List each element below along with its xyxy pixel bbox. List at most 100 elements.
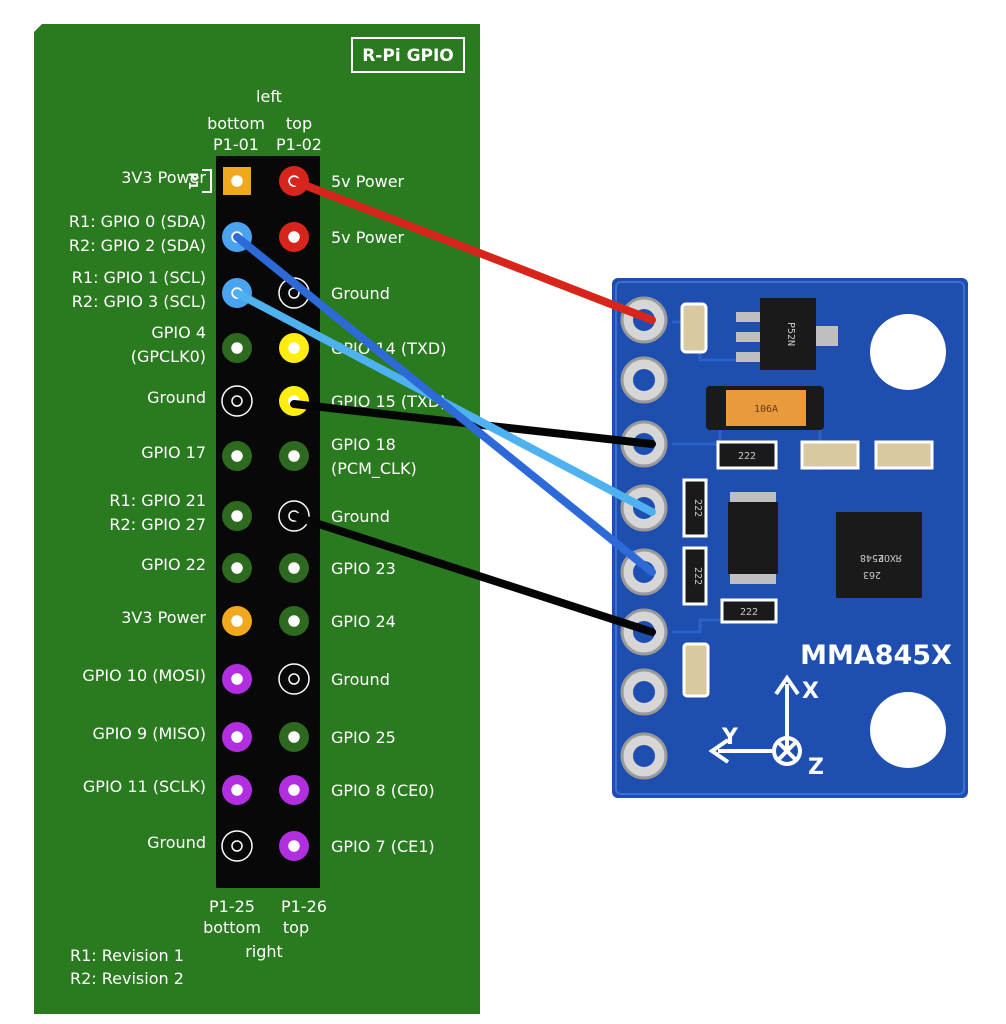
pin-21 — [222, 722, 252, 752]
pin-07-label-line-2: (GPCLK0) — [131, 347, 206, 366]
pin-25 — [221, 830, 253, 862]
p1-marker-label: P1 — [186, 172, 200, 189]
regulator-marking: P52N — [785, 322, 796, 346]
pin-08-label: GPIO 14 (TXD) — [331, 339, 446, 358]
pin-05-label-line-2: R2: GPIO 3 (SCL) — [72, 292, 206, 311]
pin-24 — [279, 775, 309, 805]
pin-24-label: GPIO 8 (CE0) — [331, 781, 435, 800]
legend-revision-1: R1: Revision 1 — [70, 946, 184, 965]
pin-17-label: 3V3 Power — [121, 608, 206, 627]
pin-04 — [279, 222, 309, 252]
pin-15 — [222, 553, 252, 583]
pin-22 — [279, 722, 309, 752]
pin-21-label: GPIO 9 (MISO) — [93, 724, 206, 743]
pin-08 — [279, 333, 309, 363]
resistor-row-1: 222 — [716, 440, 778, 470]
accelerometer-ic: ЯХОЕ 2548 263 — [836, 512, 922, 598]
pin-12-label-line-2: (PCM_CLK) — [331, 459, 417, 479]
column-bottom-label: bottom — [207, 114, 265, 133]
pin-p1-25-label: P1-25 — [209, 897, 255, 916]
resistor-bottom: 222 — [720, 598, 778, 624]
wire-5v-power — [290, 177, 656, 324]
wire-sda — [233, 233, 656, 576]
axis-indicator: X Y Z — [708, 674, 824, 780]
pin-11-label: GPIO 17 — [141, 443, 206, 462]
ic-marking-1: ЯХОЕ — [878, 552, 902, 563]
ic-marking-3: 263 — [863, 569, 881, 580]
pin-03-label-line-2: R2: GPIO 2 (SDA) — [69, 236, 206, 255]
rpi-badge-frame — [351, 37, 465, 73]
pin-02-label: 5v Power — [331, 172, 405, 191]
pin-10-label: GPIO 15 (TXD) — [331, 392, 446, 411]
pin-15-label: GPIO 22 — [141, 555, 206, 574]
capacitor-row-1a — [800, 440, 860, 470]
mounting-hole-top — [870, 314, 946, 390]
pin-07 — [222, 333, 252, 363]
pin-04-label: 5v Power — [331, 228, 405, 247]
pin-07-label-line-1: GPIO 4 — [151, 323, 206, 342]
connection-wires — [233, 177, 656, 636]
sensor-pin-2 — [620, 356, 668, 404]
pin-03-label-line-1: R1: GPIO 0 (SDA) — [69, 212, 206, 231]
column-bottom-label-lower: bottom — [203, 918, 261, 937]
pin-05-label-line-1: R1: GPIO 1 (SCL) — [72, 268, 206, 287]
column-top-label: top — [286, 114, 312, 133]
pin-17 — [222, 606, 252, 636]
p1-marker: P1 — [186, 169, 212, 193]
resistor-left-1: 222 — [682, 478, 708, 538]
axis-x-label: X — [802, 679, 819, 704]
orientation-right-label: right — [245, 942, 283, 961]
pin-18-label: GPIO 24 — [331, 612, 396, 631]
resistor-marking-2: 222 — [692, 499, 703, 517]
transistor-pack — [728, 492, 778, 584]
pin-09-label: Ground — [147, 388, 206, 407]
column-top-label-lower: top — [283, 918, 309, 937]
sensor-pin-8 — [620, 732, 668, 780]
pin-14-label: Ground — [331, 507, 390, 526]
pin-23 — [222, 775, 252, 805]
tantalum-marking: 106A — [754, 404, 778, 415]
pin-p1-26-label: P1-26 — [281, 897, 327, 916]
pin-01-label: 3V3 Power — [121, 168, 206, 187]
capacitor-top-left — [680, 302, 708, 354]
capacitor-row-1b — [874, 440, 934, 470]
capacitor-left-low — [682, 642, 710, 698]
resistor-marking-3: 222 — [692, 567, 703, 585]
pin-26 — [279, 831, 309, 861]
pin-06-label: Ground — [331, 284, 390, 303]
mma845x-sensor-board: P52N 106A 222 222 222 222 — [612, 278, 968, 798]
pin-16-label: GPIO 23 — [331, 559, 396, 578]
sensor-model-label: MMA845X — [800, 640, 952, 671]
ic-marking-2: 2548 — [860, 552, 884, 563]
resistor-marking-1: 222 — [738, 451, 756, 462]
pin-19-label: GPIO 10 (MOSI) — [82, 666, 206, 685]
axis-y-label: Y — [721, 725, 739, 750]
tantalum-capacitor: 106A — [706, 386, 824, 430]
pin-20 — [278, 663, 310, 695]
pin-p1-02-label: P1-02 — [276, 135, 322, 154]
resistor-left-2: 222 — [682, 546, 708, 606]
orientation-left-label: left — [256, 87, 282, 106]
pin-p1-01-label: P1-01 — [213, 135, 259, 154]
mounting-hole-bottom — [870, 692, 946, 768]
rpi-gpio-board: R-Pi GPIO left bottom top P1-01 P1-02 P1… — [34, 24, 480, 1014]
legend-revision-2: R2: Revision 2 — [70, 969, 184, 988]
pin-12 — [279, 441, 309, 471]
sensor-pin-7 — [620, 668, 668, 716]
pin-23-label: GPIO 11 (SCLK) — [83, 777, 206, 796]
pin-11 — [222, 441, 252, 471]
pin-22-label: GPIO 25 — [331, 728, 396, 747]
wire-ground-2 — [290, 512, 656, 636]
pin-01 — [223, 167, 251, 195]
pin-19 — [222, 664, 252, 694]
pin-06 — [278, 277, 310, 309]
pin-13 — [222, 501, 252, 531]
pin-12-label-line-1: GPIO 18 — [331, 435, 396, 454]
pin-20-label: Ground — [331, 670, 390, 689]
axis-z-label: Z — [808, 755, 824, 780]
rpi-badge-label: R-Pi GPIO — [362, 46, 454, 66]
pin-09 — [221, 385, 253, 417]
pin-16 — [279, 553, 309, 583]
pin-26-label: GPIO 7 (CE1) — [331, 837, 435, 856]
